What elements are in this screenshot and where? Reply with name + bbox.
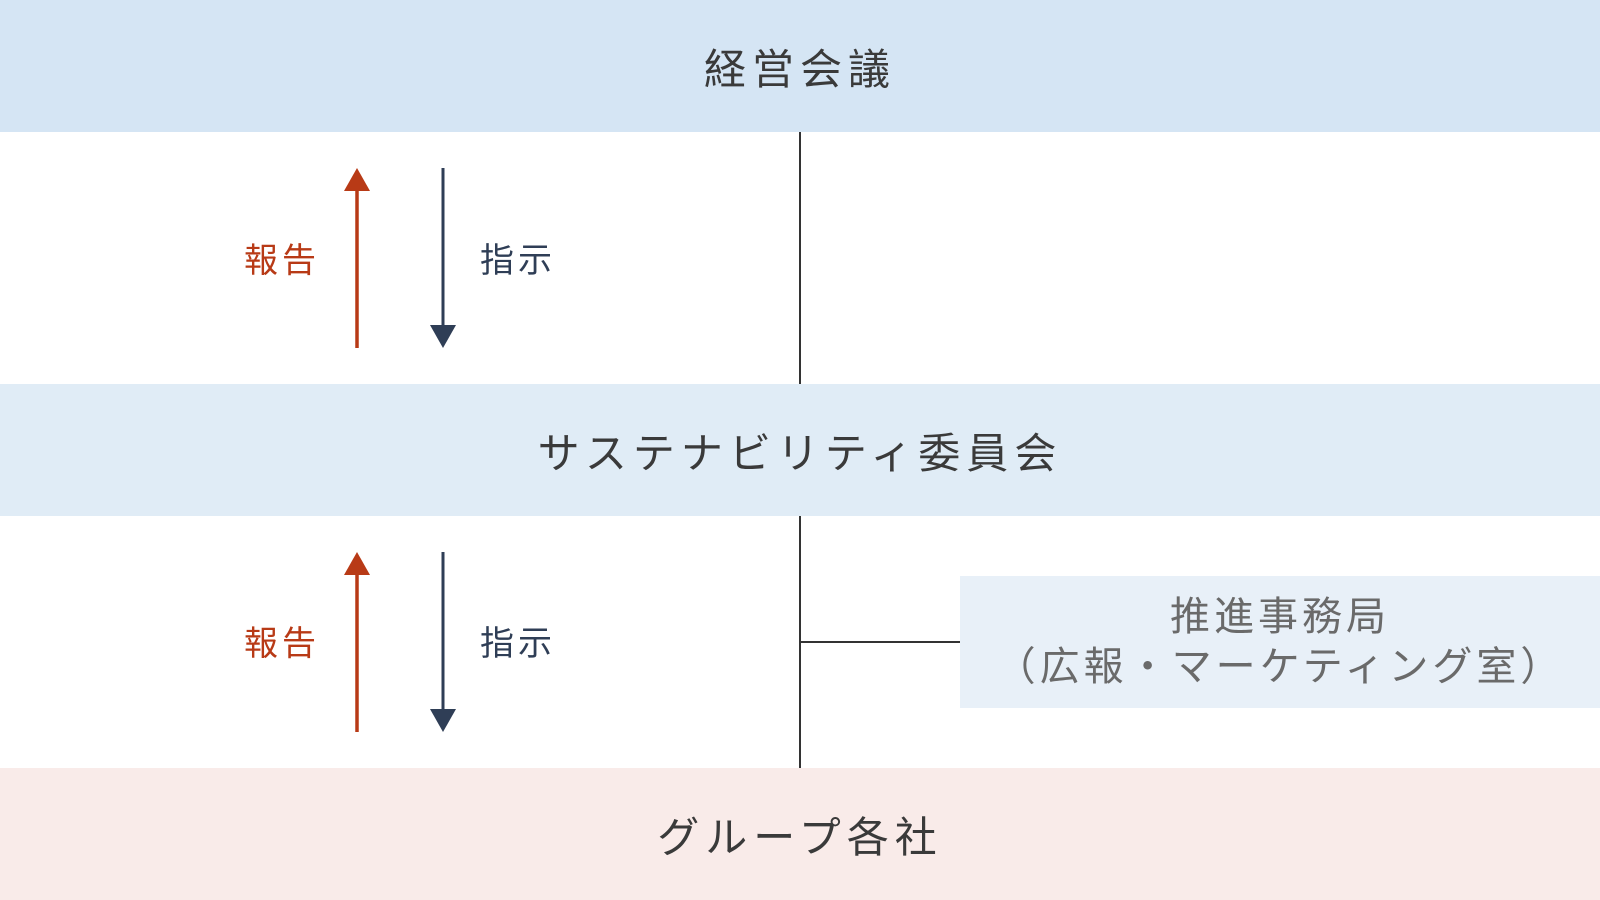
- instruct-arrow-upper: [430, 168, 456, 348]
- secretariat-title: 推進事務局: [1170, 594, 1390, 640]
- group-companies-band: グループ各社: [0, 768, 1600, 900]
- secretariat-box: 推進事務局 （広報・マーケティング室）: [960, 576, 1600, 708]
- secretariat-subtitle: （広報・マーケティング室）: [995, 644, 1565, 690]
- instruct-arrow-lower: [430, 552, 456, 732]
- report-label-lower: 報告: [244, 624, 320, 664]
- report-arrow-upper: [344, 168, 370, 348]
- sustainability-committee-band: サステナビリティ委員会: [0, 384, 1600, 516]
- management-meeting-band: 経営会議: [0, 0, 1600, 132]
- group-companies-label: グループ各社: [657, 812, 943, 862]
- instruct-label-lower: 指示: [480, 624, 556, 664]
- report-label-upper: 報告: [244, 241, 320, 281]
- report-arrow-lower: [344, 552, 370, 732]
- instruct-label-upper: 指示: [480, 241, 556, 281]
- sustainability-committee-label: サステナビリティ委員会: [537, 428, 1063, 478]
- management-meeting-label: 経営会議: [703, 44, 896, 94]
